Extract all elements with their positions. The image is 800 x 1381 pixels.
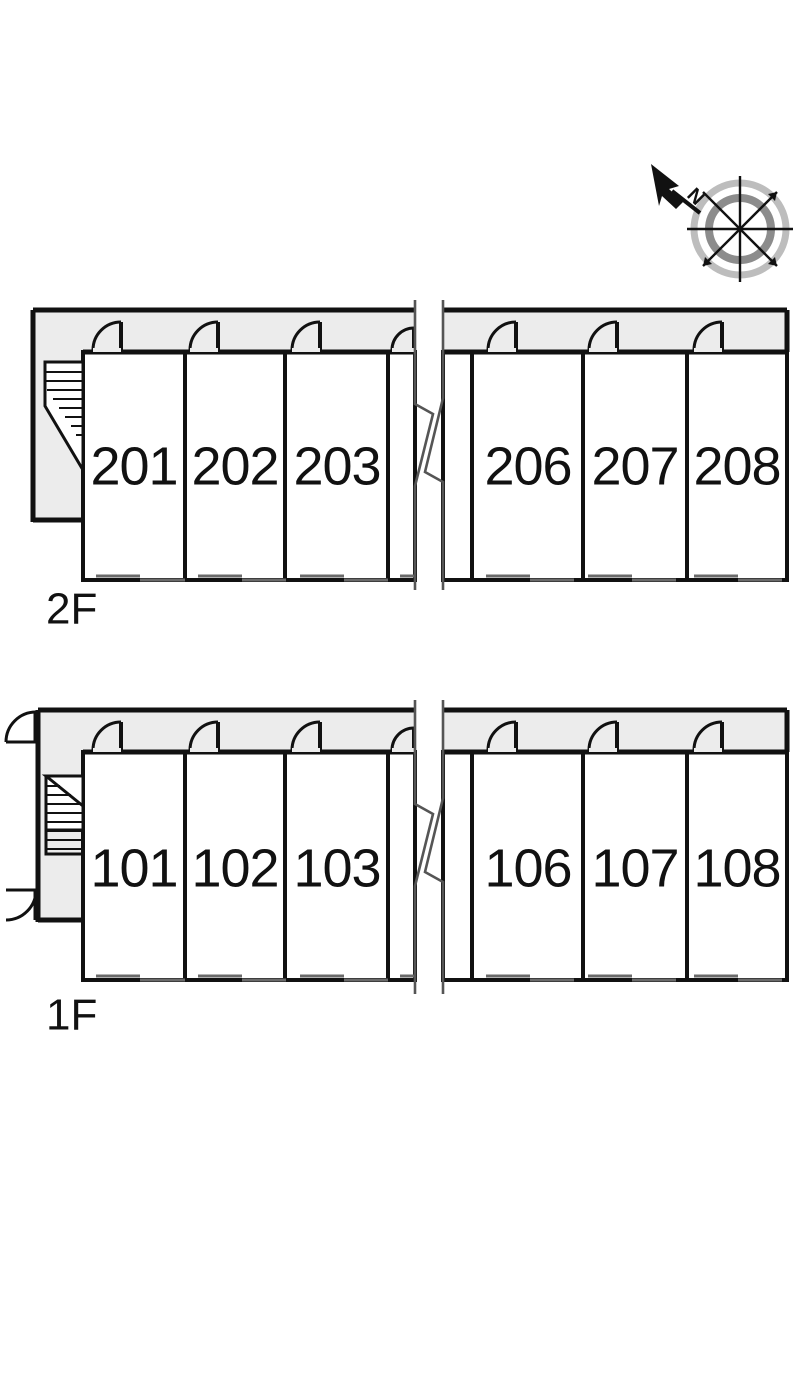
unit-label-103: 103: [293, 838, 380, 898]
unit-label-203: 203: [293, 436, 380, 496]
door-101: [91, 720, 123, 752]
unit-105-partial-body: [441, 750, 474, 982]
unit-label-102: 102: [191, 838, 278, 898]
door-201: [91, 320, 123, 352]
unit-label-101: 101: [90, 838, 177, 898]
compass-north-arrow: [651, 164, 702, 215]
compass-needles: [687, 176, 793, 282]
unit-104-partial-body: [386, 750, 417, 982]
windows-1f: [96, 974, 782, 982]
unit-label-201: 201: [90, 436, 177, 496]
compass-rose: N: [651, 164, 793, 282]
building-entrance-door-bottom: [5, 888, 39, 922]
unit-206-body: [470, 350, 585, 582]
unit-label-107: 107: [591, 838, 678, 898]
compass-north-label: N: [682, 184, 708, 210]
unit-102-body: [183, 750, 287, 982]
svg-text:N: N: [682, 184, 708, 210]
unit-203-body: [283, 350, 390, 582]
floor-label-1f: 1F: [46, 991, 97, 1040]
unit-label-208: 208: [693, 436, 780, 496]
door-203: [290, 320, 322, 352]
door-206: [486, 320, 518, 352]
break-line-1f: [413, 700, 445, 994]
unit-label-108: 108: [693, 838, 780, 898]
door-208: [692, 320, 724, 352]
compass-arrow-sw: [703, 257, 712, 266]
unit-107-body: [581, 750, 689, 982]
unit-205-partial-body: [441, 350, 474, 582]
windows-2f: [96, 574, 782, 582]
corridor-2f-left: [33, 310, 415, 352]
unit-101-body: [81, 750, 187, 982]
unit-label-207: 207: [591, 436, 678, 496]
staircase-2f: [43, 360, 85, 476]
door-102: [188, 720, 220, 752]
unit-103-body: [283, 750, 390, 982]
unit-108-body: [685, 750, 789, 982]
door-106: [486, 720, 518, 752]
door-207: [587, 320, 619, 352]
floor-label-2f: 2F: [46, 585, 97, 634]
door-103: [290, 720, 322, 752]
building-entrance-door-top: [4, 710, 39, 744]
compass-arrow-se: [768, 257, 777, 266]
door-202: [188, 320, 220, 352]
floor-2f: 201 202 203 206 207 208 2F: [30, 300, 790, 634]
compass-arrow-ne: [768, 192, 777, 201]
floor-1f: 101 102 103 106 107 108 1F: [4, 700, 790, 1040]
unit-106-body: [470, 750, 585, 982]
break-line-2f: [413, 300, 445, 590]
staircase-1f: [41, 774, 85, 856]
unit-202-body: [183, 350, 287, 582]
unit-label-206: 206: [484, 436, 571, 496]
door-108: [692, 720, 724, 752]
unit-204-partial-body: [386, 350, 417, 582]
unit-208-body: [685, 350, 789, 582]
door-107: [587, 720, 619, 752]
unit-label-106: 106: [484, 838, 571, 898]
unit-label-202: 202: [191, 436, 278, 496]
